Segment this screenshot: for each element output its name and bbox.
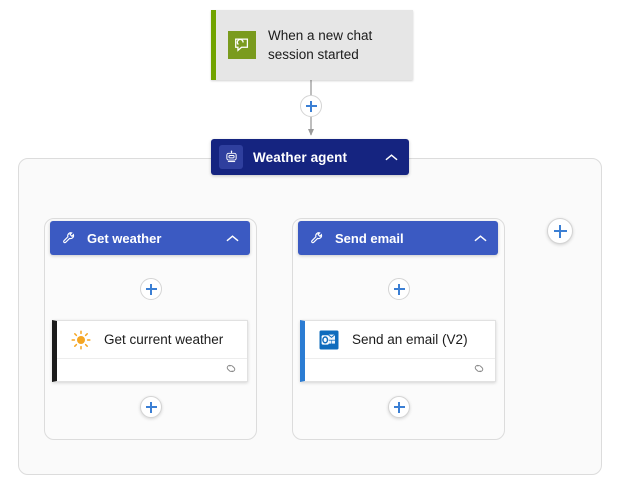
trigger-label-line1: When a new chat xyxy=(268,27,373,43)
trigger-label-line2: session started xyxy=(268,47,359,62)
tool-label-get-weather: Get weather xyxy=(87,230,162,246)
add-step-send-email-top-button[interactable] xyxy=(388,278,410,300)
chat-bubble-icon xyxy=(228,31,256,59)
trigger-label: When a new chat session started xyxy=(256,26,372,64)
agent-node-weather-agent[interactable]: Weather agent xyxy=(211,139,409,175)
sun-icon xyxy=(70,329,92,351)
action-card-footer xyxy=(305,358,495,381)
tool-label-send-email: Send email xyxy=(335,230,404,246)
action-card-main: Send an email (V2) xyxy=(305,321,495,358)
chevron-up-icon[interactable] xyxy=(226,234,239,243)
action-label-get-current-weather: Get current weather xyxy=(104,332,224,347)
action-card-get-current-weather[interactable]: Get current weather xyxy=(52,320,248,382)
action-label-send-an-email: Send an email (V2) xyxy=(352,332,468,347)
action-card-send-an-email[interactable]: Send an email (V2) xyxy=(300,320,496,382)
action-card-main: Get current weather xyxy=(57,321,247,358)
add-step-get-weather-top-button[interactable] xyxy=(140,278,162,300)
add-step-send-email-bottom-button[interactable] xyxy=(388,396,410,418)
add-step-after-trigger-button[interactable] xyxy=(300,95,322,117)
connector-link-icon[interactable] xyxy=(472,361,486,379)
chevron-up-icon[interactable] xyxy=(474,234,487,243)
tool-node-get-weather[interactable]: Get weather xyxy=(50,221,250,255)
agent-label: Weather agent xyxy=(253,149,348,165)
connector-link-icon[interactable] xyxy=(224,361,238,379)
robot-icon xyxy=(219,145,243,169)
add-step-get-weather-bottom-button[interactable] xyxy=(140,396,162,418)
wrench-icon xyxy=(62,231,77,246)
chevron-up-icon[interactable] xyxy=(385,153,398,162)
tool-node-send-email[interactable]: Send email xyxy=(298,221,498,255)
wrench-icon xyxy=(310,231,325,246)
outlook-icon xyxy=(318,329,340,351)
action-card-footer xyxy=(57,358,247,381)
trigger-node[interactable]: When a new chat session started xyxy=(211,10,413,80)
add-tool-button[interactable] xyxy=(547,218,573,244)
